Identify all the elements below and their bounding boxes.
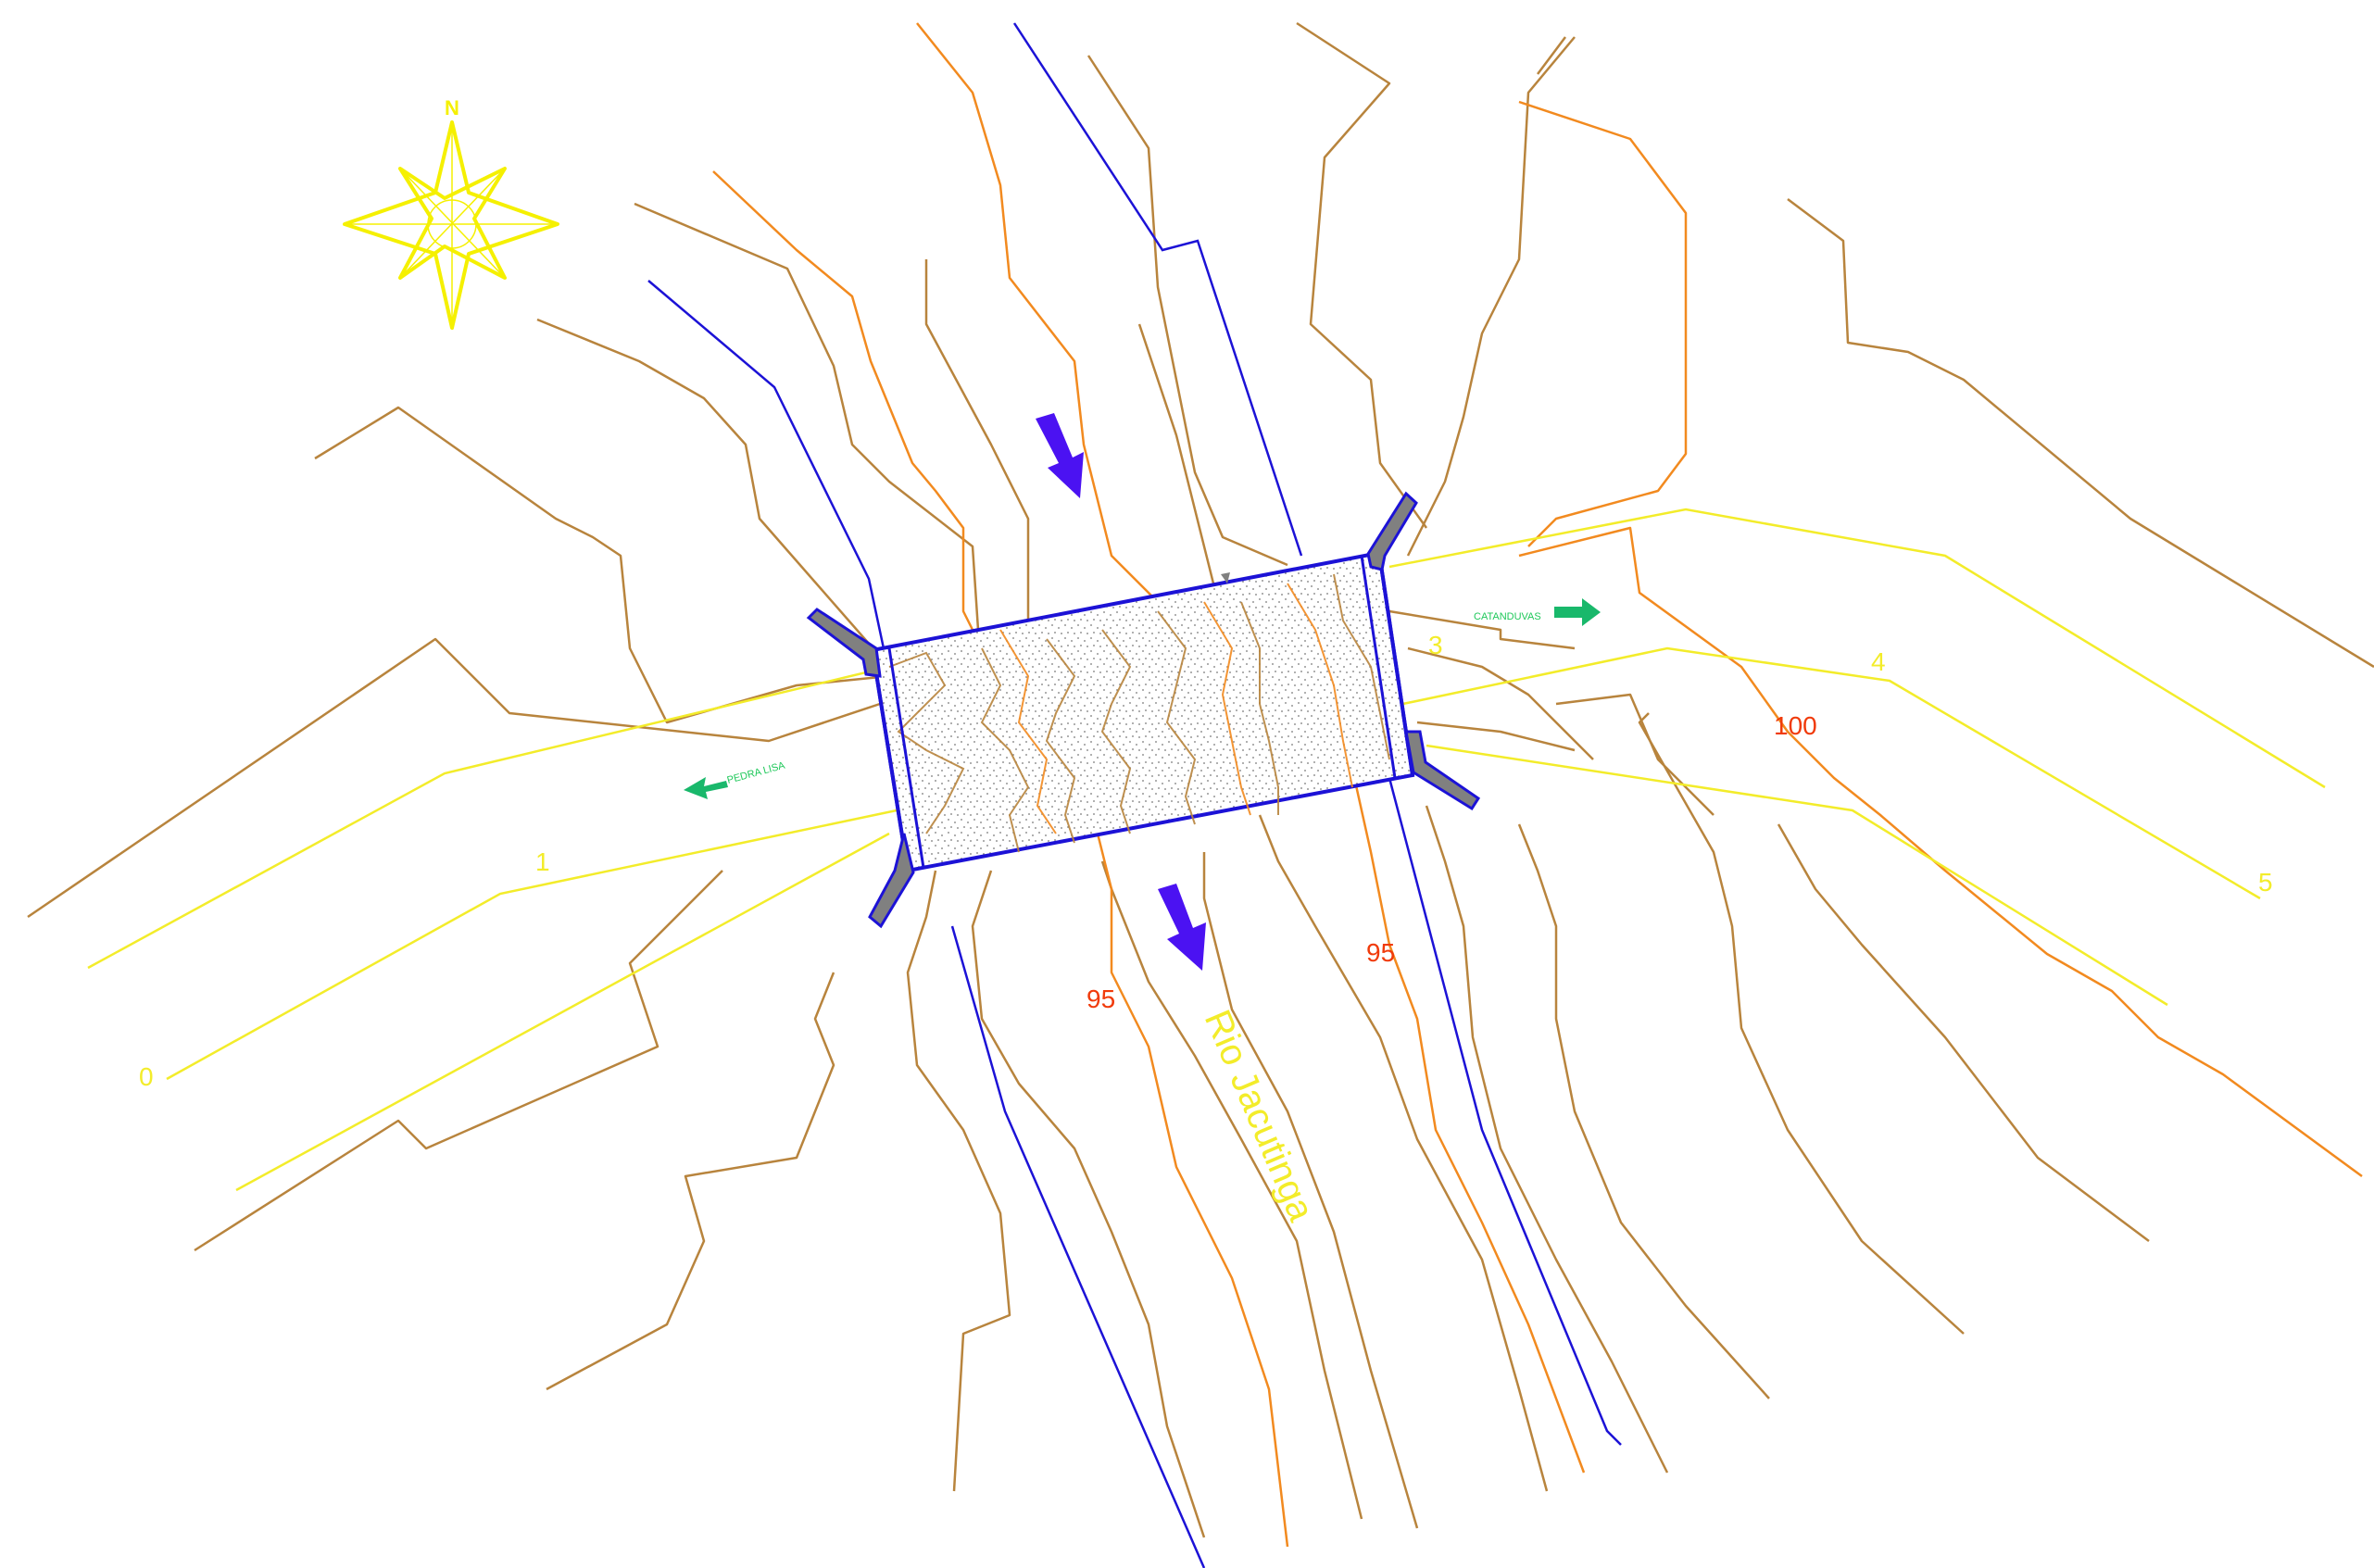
bridge-deck bbox=[870, 550, 1415, 873]
grid-label-5: 5 bbox=[2258, 868, 2273, 897]
north-label: N bbox=[445, 96, 459, 119]
flow-direction-arrow-icon bbox=[1036, 413, 1206, 971]
elevation-label-95-right: 95 bbox=[1366, 938, 1395, 967]
elevation-label-100: 100 bbox=[1774, 711, 1817, 740]
contours-minor bbox=[27, 21, 2374, 1538]
grid-label-4: 4 bbox=[1871, 647, 1886, 676]
grid-label-1: 1 bbox=[535, 847, 550, 876]
contours-major bbox=[712, 22, 2363, 1548]
grid-label-0: 0 bbox=[139, 1062, 154, 1091]
survey-lines bbox=[87, 508, 2326, 1192]
compass-rose-icon bbox=[343, 120, 559, 330]
bridge bbox=[806, 491, 1481, 929]
direction-label-left: PEDRA LISA bbox=[726, 760, 787, 786]
river-banks bbox=[647, 22, 1622, 1568]
grid-label-3: 3 bbox=[1428, 631, 1443, 659]
river-name: Rio Jacutinga bbox=[1197, 1004, 1322, 1227]
elevation-label-95-left: 95 bbox=[1087, 985, 1115, 1013]
direction-label-right: CATANDUVAS bbox=[1474, 611, 1541, 622]
abutments bbox=[806, 491, 1481, 929]
road-direction-arrow-icon bbox=[684, 598, 1601, 799]
